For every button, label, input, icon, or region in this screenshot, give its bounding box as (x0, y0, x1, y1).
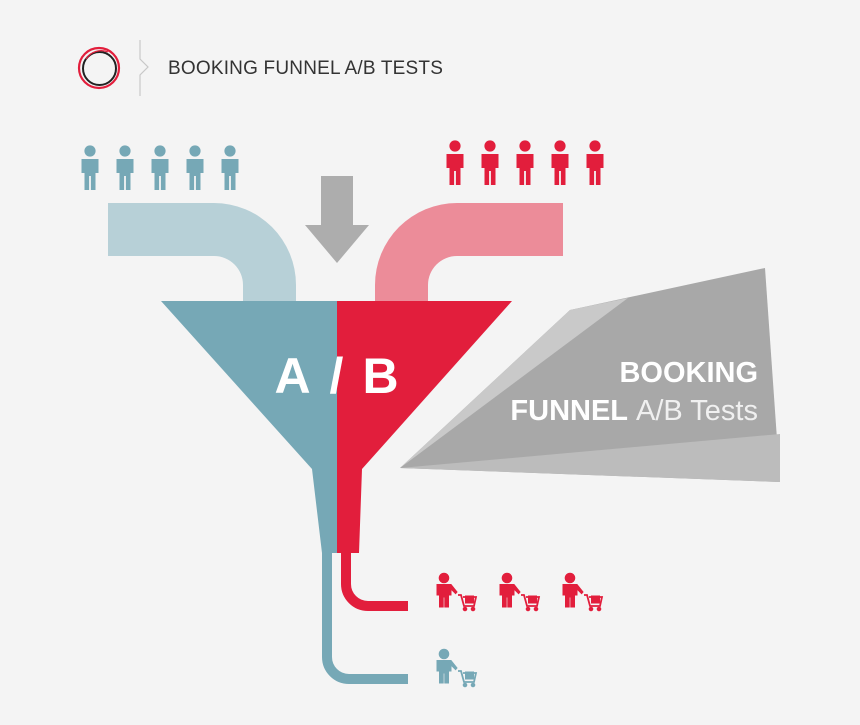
callout-line-1: BOOKING (619, 357, 758, 389)
funnel-label-separator: / (330, 348, 345, 404)
callout-line-2-bold: FUNNEL (510, 395, 628, 427)
person-icon (81, 145, 99, 190)
header-divider-chevron (139, 40, 149, 96)
variant-a-input-pipe (108, 203, 296, 304)
person-icon (186, 145, 204, 190)
person-icon (516, 140, 534, 185)
down-arrow-icon (305, 176, 369, 263)
person-icon (551, 140, 569, 185)
person-icon (221, 145, 239, 190)
page-title: BOOKING FUNNEL A/B TESTS (168, 58, 444, 79)
shopper-with-cart-icon (436, 572, 477, 612)
variant-b-output-pipe (341, 553, 408, 611)
person-icon (116, 145, 134, 190)
variant-a-buyers (436, 648, 477, 688)
shopper-with-cart-icon (562, 572, 603, 612)
funnel-label-b: B (362, 348, 399, 404)
funnel-label: A / B (274, 348, 399, 404)
concentric-circle-logo-icon (77, 46, 121, 90)
funnel-label-a: A (274, 348, 311, 404)
person-icon (151, 145, 169, 190)
funnel-variant-b-half (337, 301, 512, 553)
variant-a-visitors (81, 145, 239, 190)
person-icon (446, 140, 464, 185)
variant-a-output-pipe (322, 553, 408, 684)
funnel-variant-a-half (161, 301, 337, 553)
person-icon (481, 140, 499, 185)
shopper-with-cart-icon (436, 648, 477, 688)
variant-b-buyers (436, 572, 603, 612)
callout-line-2-light: A/B Tests (636, 395, 758, 427)
header: BOOKING FUNNEL A/B TESTS (0, 0, 860, 120)
variant-b-visitors (446, 140, 604, 185)
person-icon (586, 140, 604, 185)
shopper-with-cart-icon (499, 572, 540, 612)
variant-b-input-pipe (375, 203, 563, 304)
